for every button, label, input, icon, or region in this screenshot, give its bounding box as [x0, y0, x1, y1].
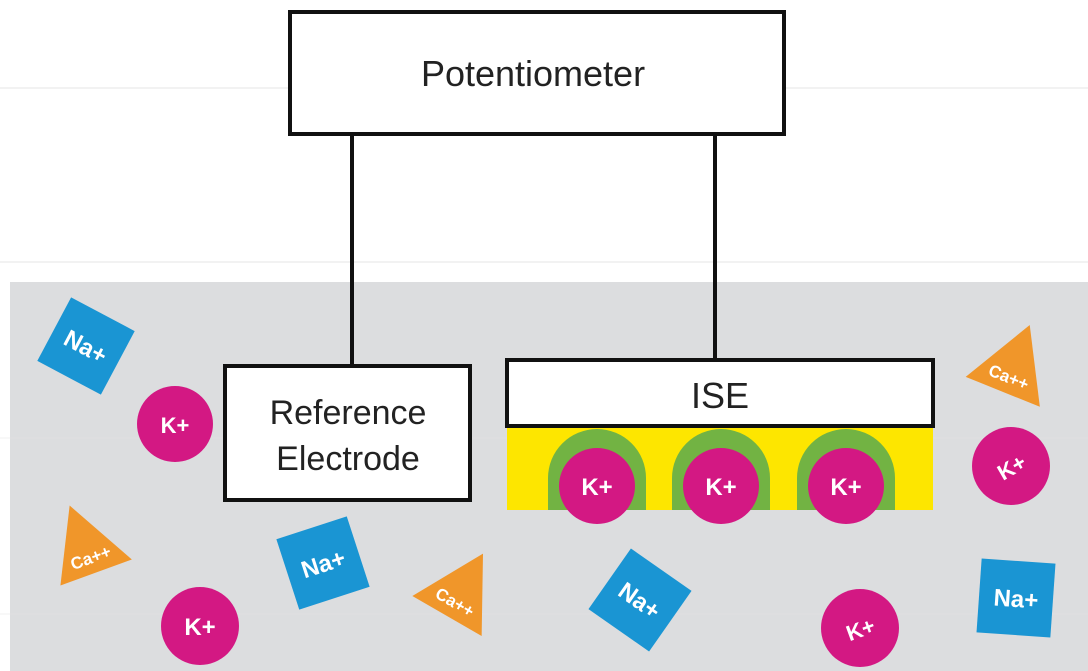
reference-label-line2: Electrode — [276, 440, 420, 478]
svg-text:Na+: Na+ — [993, 584, 1039, 614]
svg-text:K+: K+ — [184, 614, 215, 641]
ise-label: ISE — [691, 375, 749, 416]
potassium-ion: K+ — [972, 427, 1050, 505]
bound-potassium-ion: K+ — [559, 448, 635, 524]
sodium-ion: Na+ — [37, 297, 135, 395]
bound-potassium-ion: K+ — [808, 448, 884, 524]
reference-electrode-box: Reference Electrode — [223, 364, 472, 502]
potassium-ion: K+ — [137, 386, 213, 462]
potassium-ion: K+ — [821, 589, 899, 667]
potentiometer-label: Potentiometer — [421, 53, 645, 94]
calcium-ion: Ca++ — [60, 505, 132, 586]
sodium-ion: Na+ — [976, 558, 1056, 638]
reference-label-line1: Reference — [270, 394, 427, 432]
svg-text:K+: K+ — [581, 474, 612, 501]
svg-text:K+: K+ — [705, 474, 736, 501]
sodium-ion: Na+ — [588, 548, 692, 652]
sodium-ion: Na+ — [276, 516, 370, 610]
ise-box: ISE — [505, 358, 935, 428]
svg-text:K+: K+ — [161, 413, 190, 438]
svg-text:K+: K+ — [830, 474, 861, 501]
potentiometer-box: Potentiometer — [288, 10, 786, 136]
potassium-ion: K+ — [161, 587, 239, 665]
bound-potassium-ion: K+ — [683, 448, 759, 524]
